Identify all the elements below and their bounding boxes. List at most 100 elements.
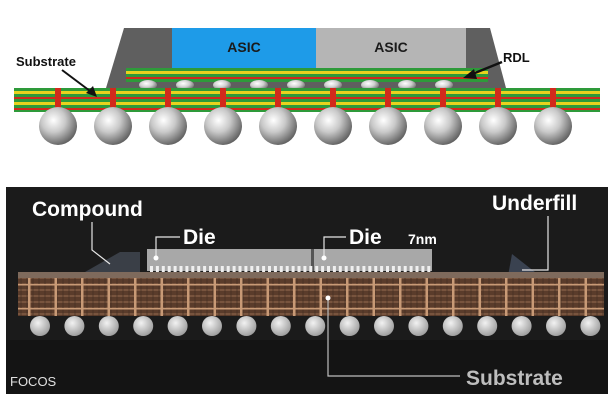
photo-micro-bump [161,266,165,272]
solder-ball [39,107,77,145]
photo-micro-bump [167,266,171,272]
substrate-arrow-top-head [86,86,97,97]
solder-ball [259,107,297,145]
solder-ball [149,107,187,145]
photo-via [54,278,57,316]
die-right [314,249,432,271]
substrate-via [385,88,391,112]
asic-die-right [316,28,466,68]
photo-solder-ball [202,316,222,336]
substrate-label-top: Substrate [16,54,76,69]
photo-via [425,278,428,316]
cross-section-photo: Compound Die Die 7nm Underfill Substrate… [6,187,608,394]
solder-ball [534,107,572,145]
photo-solder-ball [167,316,188,336]
die-gap [311,249,314,271]
photo-micro-bump [427,266,431,272]
solder-ball [314,107,352,145]
photo-solder-ball [580,316,601,336]
photo-micro-bump [297,266,301,272]
solder-ball [424,107,462,145]
compound-fillet [78,252,140,276]
photo-micro-bump [409,266,413,272]
photo-via [346,278,349,316]
photo-micro-bump [238,266,242,272]
micro-bump [139,80,157,90]
photo-micro-bump [155,266,159,272]
photo-via [558,278,561,316]
photo-micro-bump [185,266,189,272]
asic-die-left [172,28,316,68]
die-left [147,249,311,271]
micro-bump [398,80,416,90]
photo-solder-ball [98,316,119,336]
rdl-label: RDL [503,50,530,65]
micro-bump [324,80,342,90]
photo-solder-ball [133,316,154,336]
photo-via [107,278,110,316]
photo-micro-bump [315,266,319,272]
photo-via [266,278,269,316]
substrate-pointer [327,298,460,377]
photo-micro-bump [179,266,183,272]
substrate-via [495,88,501,112]
photo-via [187,278,190,316]
photo-via [319,278,322,316]
photo-micro-bump [421,266,425,272]
compound-label: Compound [32,198,143,221]
photo-via [531,278,534,316]
photo-micro-bump [191,266,195,272]
solder-ball [479,107,517,145]
photo-micro-bump [273,266,277,272]
photo-micro-bump [362,266,366,272]
photo-micro-bump [262,266,266,272]
photo-solder-ball [511,316,532,336]
micro-bump [361,80,379,90]
photo-solder-ball [339,316,360,336]
photo-via [160,278,163,316]
photo-via [28,278,31,316]
photo-via [213,278,216,316]
photo-substrate-vias [28,278,587,316]
solder-balls [39,107,572,145]
substrate-pointer-dot [325,295,331,301]
photo-micro-bump [232,266,236,272]
photo-via [584,278,587,316]
photo-micro-bump [256,266,260,272]
photo-micro-bump [380,266,384,272]
rdl-arrow [469,60,503,77]
substrate-via [220,88,226,112]
photo-via [240,278,243,316]
photo-solder-ball [408,316,429,336]
photo-micro-bump [214,266,218,272]
substrate-layer [14,88,600,112]
photo-solder-ball [477,316,498,336]
photo-solder-ball [64,316,85,336]
micro-bump [213,80,231,90]
substrate-via [165,88,171,112]
solder-ball [369,107,407,145]
solder-ball [94,107,132,145]
photo-micro-bump [250,266,254,272]
photo-micro-bump [350,266,354,272]
micro-bumps [139,80,453,90]
micro-bump [287,80,305,90]
process-node-label: 7nm [408,231,437,247]
photo-micro-bump [327,266,330,272]
compound-pointer [91,222,111,265]
substrate-via [440,88,446,112]
substrate-via [275,88,281,112]
photo-micro-bump [203,266,207,272]
photo-micro-bumps [150,266,431,272]
substrate-via [330,88,336,112]
die-right-pointer-dot [321,255,327,261]
micro-bump [435,80,453,90]
die-right-label: Die [349,226,382,249]
photo-solder-ball [374,316,394,336]
substrate-arrow-top [61,69,95,95]
die-left-pointer [155,236,180,258]
photo-solder-ball [270,316,291,336]
photo-micro-bump [244,266,248,272]
photo-solder-balls [30,316,601,336]
substrate-vias [55,88,556,112]
